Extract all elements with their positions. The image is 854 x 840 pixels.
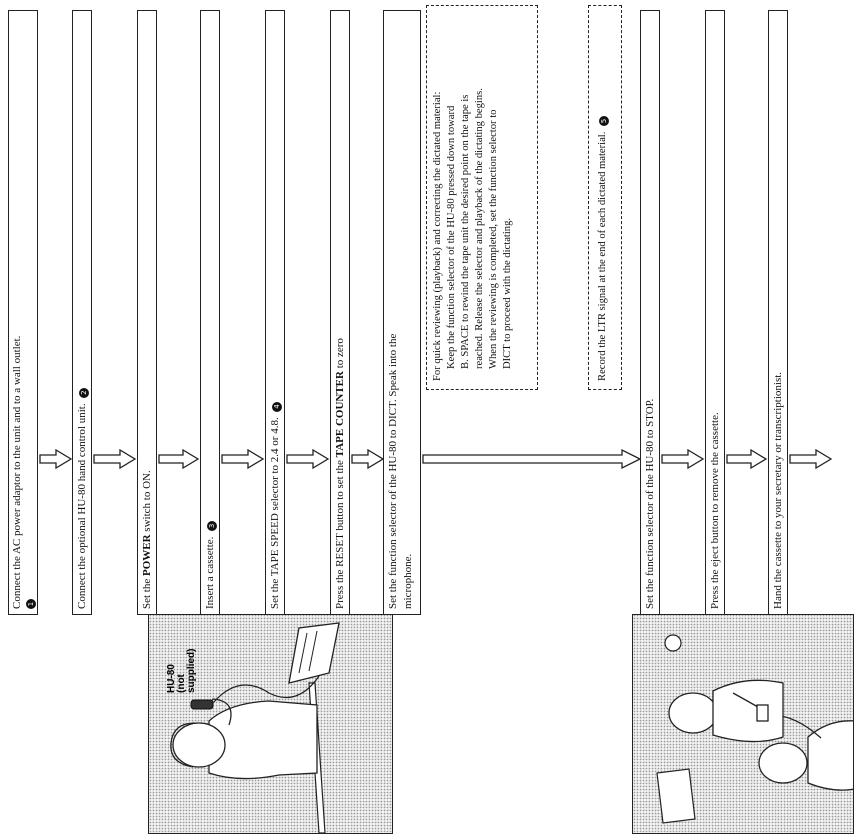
- step-text-power: POWER: [141, 534, 153, 576]
- step-eject: Press the eject button to remove the cas…: [705, 10, 725, 615]
- flow-arrow-down: [93, 448, 137, 470]
- step-text: Connect the AC power adaptor to the unit…: [11, 335, 23, 609]
- step-text-post: to zero: [334, 338, 346, 372]
- people-handing-cassette-drawing: [656, 634, 854, 824]
- step-text-post: selector to 2.4 or 4.8.: [269, 417, 281, 514]
- step-hand-cassette: Hand the cassette to your secretary or t…: [768, 10, 788, 615]
- step-reference-mark: 3: [207, 520, 217, 531]
- note-line: reached. Release the selector and playba…: [474, 88, 485, 369]
- illustration-dictating-user: HU-80 (not supplied): [148, 614, 393, 834]
- step-text-pre: Set the: [141, 576, 153, 609]
- note-line: DICT to proceed with the dictating.: [502, 217, 513, 369]
- step-reference-mark: 1: [26, 599, 36, 609]
- step-connect-hu80: Connect the optional HU-80 hand control …: [72, 10, 92, 615]
- step-reference-mark: 2: [79, 387, 89, 398]
- illustration-handing-cassette: [632, 614, 854, 834]
- flow-arrow-down: [158, 448, 200, 470]
- note-reference-mark: 5: [599, 115, 609, 126]
- callout-hu80-label: HU-80 (not supplied): [166, 648, 197, 693]
- step-stop: Set the function selector of the HU-80 t…: [640, 10, 660, 615]
- callout-line: supplied): [186, 648, 197, 693]
- step-reference-mark: 4: [272, 401, 282, 412]
- note-quick-review: For quick reviewing (playback) and corre…: [426, 5, 538, 390]
- step-text-line1: Set the function selector of the HU-80 t…: [387, 333, 399, 609]
- person-dictating-drawing: [170, 622, 340, 833]
- step-text-post: switch to ON.: [141, 470, 153, 535]
- note-line: Keep the function selector of the HU-80 …: [446, 105, 457, 369]
- step-text-tape-counter: TAPE COUNTER: [334, 371, 346, 458]
- note-ltr-signal: Record the LTR signal at the end of each…: [588, 5, 622, 390]
- flow-arrow-long: [422, 448, 642, 470]
- step-text: Insert a cassette.: [204, 536, 216, 609]
- step-text: Hand the cassette to your secretary or t…: [772, 371, 784, 609]
- step-text-pre: Set the: [269, 576, 281, 609]
- flow-arrow-down: [351, 448, 385, 470]
- step-text-mid: button to set the: [334, 457, 346, 534]
- note-ltr-post: signal at the end of each dictated mater…: [597, 131, 608, 314]
- note-line: B. SPACE to rewind the tape unit the des…: [460, 94, 471, 369]
- flow-arrow-down: [39, 448, 73, 470]
- flow-arrow-down: [726, 448, 768, 470]
- step-text-tape-speed: TAPE SPEED: [269, 513, 281, 577]
- note-ltr-pre: Record the: [597, 332, 608, 381]
- flow-arrow-down: [789, 448, 833, 470]
- step-insert-cassette: Insert a cassette. 3: [200, 10, 220, 615]
- step-dictate: Set the function selector of the HU-80 t…: [383, 10, 421, 615]
- step-text-pre: Press the: [334, 566, 346, 609]
- step-text-reset: RESET: [334, 533, 346, 567]
- note-ltr-label: LTR: [597, 313, 608, 333]
- flow-arrow-down: [661, 448, 705, 470]
- step-text-line2: microphone.: [402, 553, 414, 609]
- step-text: Connect the optional HU-80 hand control …: [76, 403, 88, 609]
- flow-arrow-down: [221, 448, 265, 470]
- step-tape-speed: Set the TAPE SPEED selector to 2.4 or 4.…: [265, 10, 285, 615]
- step-text: Press the eject button to remove the cas…: [709, 412, 721, 609]
- step-text: Set the function selector of the HU-80 t…: [644, 398, 656, 609]
- step-reset-counter: Press the RESET button to set the TAPE C…: [330, 10, 350, 615]
- flow-arrow-down: [286, 448, 330, 470]
- note-line: For quick reviewing (playback) and corre…: [432, 91, 443, 381]
- step-connect-ac-adaptor: Connect the AC power adaptor to the unit…: [8, 10, 38, 615]
- note-line: When the reviewing is completed, set the…: [488, 109, 499, 369]
- step-power-on: Set the POWER switch to ON.: [137, 10, 157, 615]
